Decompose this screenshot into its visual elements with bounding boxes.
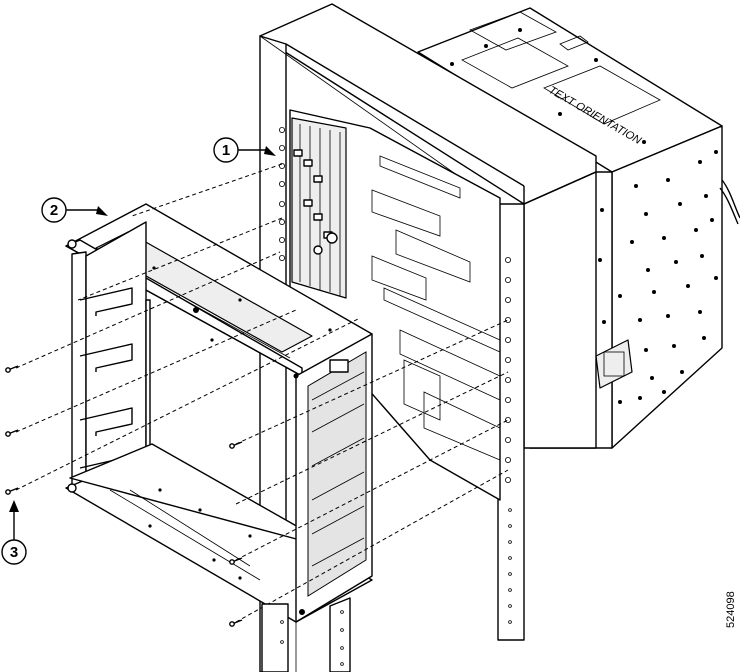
- rack-posts-lower: [261, 597, 351, 672]
- callout-1-number: 1: [222, 142, 230, 159]
- callout-1: 1: [213, 137, 276, 163]
- rack-frame: [259, 3, 597, 672]
- mounting-bracket: [65, 203, 373, 623]
- screw-alignment-lines: [15, 163, 509, 623]
- plate-holes: [148, 266, 332, 580]
- callout-2-number: 2: [50, 202, 58, 219]
- callout-3: 3: [1, 500, 27, 565]
- screws: [5, 365, 243, 627]
- installed-chassis: [289, 109, 501, 501]
- figure-id: 524098: [725, 591, 737, 628]
- callout-2: 2: [41, 197, 108, 223]
- rack-pillar-front: [523, 171, 597, 205]
- callout-3-number: 3: [10, 544, 18, 561]
- chassis-holes: [450, 28, 718, 404]
- rack-rail-holes: [278, 127, 512, 624]
